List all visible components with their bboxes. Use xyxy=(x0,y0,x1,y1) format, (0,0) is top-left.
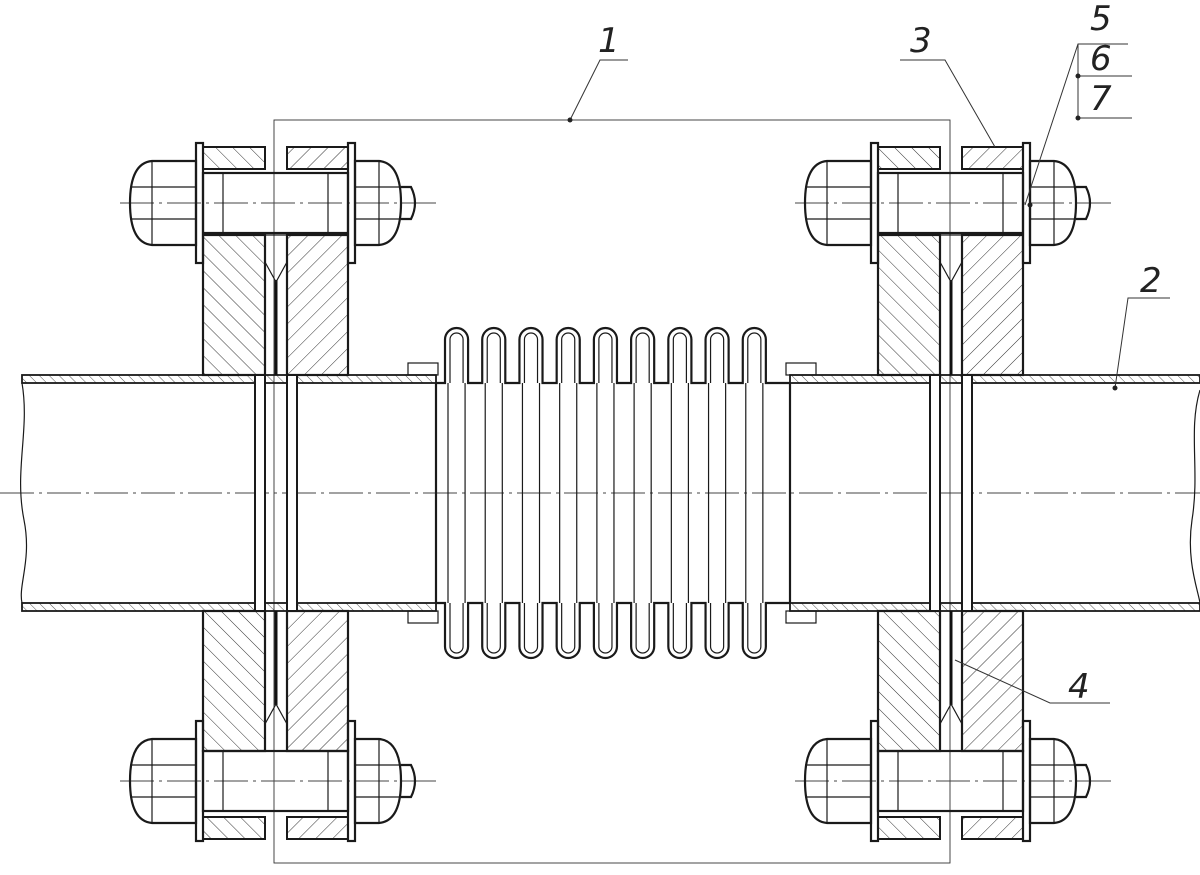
callout-1: 1 xyxy=(598,21,620,61)
left-top-nut xyxy=(353,159,403,247)
bellows-convolution-top-inner xyxy=(561,332,576,383)
bellows-end-rings xyxy=(407,362,817,624)
right-flange-b-top xyxy=(960,233,1025,377)
right-flange-b-cap-bottom xyxy=(961,816,1024,840)
left-groove-bottom xyxy=(264,702,288,752)
right-top-nut xyxy=(1028,159,1078,247)
right-bottom-bolt-shank xyxy=(876,749,1025,813)
right-top-bolt-end xyxy=(1076,185,1092,221)
bellows-convolution-top-inner xyxy=(709,332,725,383)
bellows-convolution-top-inner xyxy=(672,332,688,383)
bolt-assemblies xyxy=(120,141,1113,843)
left-groove-top xyxy=(264,234,288,284)
left-flange-b-cap-top xyxy=(286,146,349,170)
right-flange-b-bottom xyxy=(960,609,1025,753)
left-stub-a xyxy=(254,374,266,612)
bellows xyxy=(436,326,790,660)
right-flange-b-cap-top xyxy=(961,146,1024,170)
left-flange-b-cap-bottom xyxy=(286,816,349,840)
callout-6: 6 xyxy=(1090,39,1112,79)
left-top-bolt-shank xyxy=(201,171,350,235)
left-flange-b-top xyxy=(285,233,350,377)
right-groove-bottom xyxy=(939,702,963,752)
bellows-convolution-bottom-inner xyxy=(672,603,688,654)
callout-7: 7 xyxy=(1090,79,1112,119)
right-stub-a xyxy=(929,374,941,612)
callout-4: 4 xyxy=(1068,667,1090,707)
bellows-convolution-bottom-inner xyxy=(449,603,464,654)
left-stub-b xyxy=(286,374,298,612)
left-flange-a-top xyxy=(201,233,267,377)
right-bottom-bolt-end xyxy=(1076,763,1092,799)
bellows-convolution-top-inner xyxy=(523,332,539,383)
left-top-bolt-end xyxy=(401,185,417,221)
right-flange-a-bottom xyxy=(876,609,942,753)
left-bottom-bolt-end xyxy=(401,763,417,799)
bellows-convolution-bottom-inner xyxy=(709,603,725,654)
bellows-convolution-bottom-inner xyxy=(486,603,501,654)
bellows-convolution-bottom-inner xyxy=(561,603,576,654)
bellows-convolution-top-inner xyxy=(449,332,464,383)
left-bottom-bolt-shank xyxy=(201,749,350,813)
right-top-bolt-shank xyxy=(876,171,1025,235)
bellows-convolution-top-inner xyxy=(747,332,762,383)
left-flange-a-cap-top xyxy=(202,146,266,170)
right-stub-b xyxy=(961,374,973,612)
bellows-convolution-bottom-inner xyxy=(635,603,650,654)
right-flange-a-cap-top xyxy=(877,146,941,170)
bellows-convolution-bottom-inner xyxy=(747,603,762,654)
leader-lines xyxy=(567,43,1170,704)
bellows-convolution-top-inner xyxy=(635,332,650,383)
right-flange-a-top xyxy=(876,233,942,377)
right-bottom-nut xyxy=(1028,737,1078,825)
assembly-boundary xyxy=(273,119,951,864)
bellows-convolution-bottom-inner xyxy=(523,603,539,654)
callout-3: 3 xyxy=(910,21,932,61)
left-flange-a-bottom xyxy=(201,609,267,753)
bellows-convolution-top-inner xyxy=(598,332,613,383)
bellows-convolution-top-inner xyxy=(486,332,501,383)
left-flange-a-cap-bottom xyxy=(202,816,266,840)
right-groove-top xyxy=(939,234,963,284)
bellows-outer-bottom xyxy=(436,601,790,660)
left-flange-b-bottom xyxy=(285,609,350,753)
right-flange-a-cap-bottom xyxy=(877,816,941,840)
bellows-outer-top xyxy=(436,326,790,385)
bellows-convolution-bottom-inner xyxy=(598,603,613,654)
left-bottom-nut xyxy=(353,737,403,825)
callout-5: 5 xyxy=(1090,0,1112,39)
callout-2: 2 xyxy=(1140,261,1162,301)
